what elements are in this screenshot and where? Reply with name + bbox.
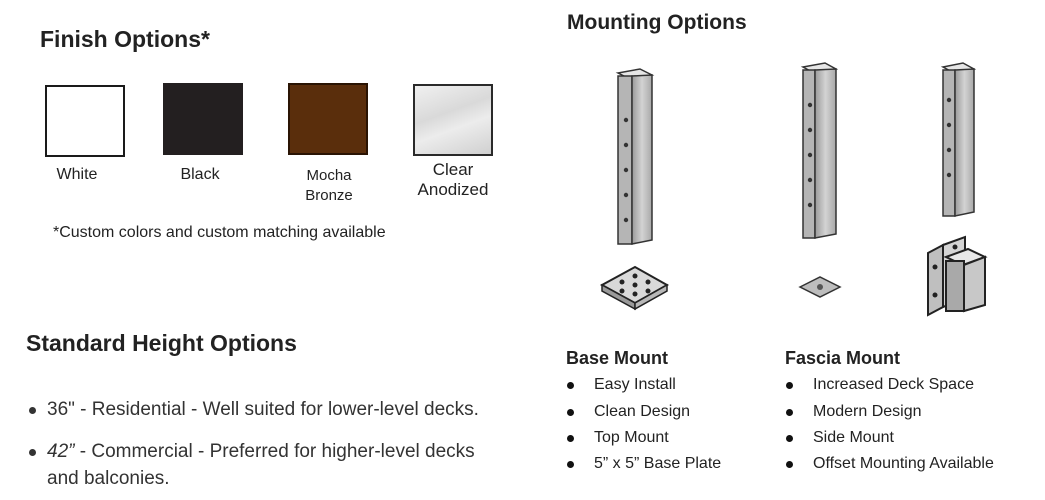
base-mount-item: Clean Design [594, 403, 691, 420]
bullet-icon [786, 409, 793, 416]
fascia-mount-item: Offset Mounting Available [813, 455, 994, 472]
fascia-bracket-image [927, 235, 988, 317]
base-mount-item: Top Mount [594, 429, 669, 446]
bullet-icon [567, 461, 574, 468]
swatch-label-black: Black [180, 166, 220, 183]
post-image [800, 62, 839, 239]
bullet-icon [29, 407, 36, 414]
bullet-icon [567, 382, 574, 389]
base-mount-heading: Base Mount [566, 348, 669, 368]
base-plate-image [599, 265, 670, 311]
swatch-label-clear: Clear [432, 160, 474, 179]
bullet-icon [567, 409, 574, 416]
fascia-mount-item: Side Mount [813, 429, 894, 446]
swatch-black [163, 83, 243, 155]
swatch-mocha-bronze [288, 83, 368, 155]
height-42-label: 42” [47, 441, 75, 462]
bullet-icon [567, 435, 574, 442]
bullet-icon [786, 461, 793, 468]
swatch-label-bronze: Bronze [305, 187, 353, 204]
base-mount-item: 5” x 5” Base Plate [594, 455, 722, 472]
swatch-label-white: White [56, 166, 98, 183]
height-item-36: 36" - Residential - Well suited for lowe… [47, 399, 479, 420]
base-mount-item: Easy Install [594, 376, 676, 393]
bullet-icon [786, 382, 793, 389]
swatch-label-mocha: Mocha [306, 167, 352, 184]
mounting-illustrations [599, 62, 988, 317]
swatch-white [45, 85, 125, 157]
swatch-label-anodized: Anodized [417, 180, 489, 199]
fascia-mount-item: Modern Design [813, 403, 922, 420]
bullet-icon [29, 449, 36, 456]
fascia-mount-item: Increased Deck Space [813, 376, 974, 393]
custom-colors-note: *Custom colors and custom matching avail… [53, 224, 386, 241]
height-options-title: Standard Height Options [26, 330, 297, 356]
fascia-mount-heading: Fascia Mount [785, 348, 901, 368]
height-42-text-line2: and balconies. [47, 468, 170, 489]
height-item-42: 42” - Commercial - Preferred for higher-… [47, 438, 547, 492]
bullet-icon [786, 435, 793, 442]
swatch-clear-anodized [413, 84, 493, 156]
height-42-text: - Commercial - Preferred for higher-leve… [74, 441, 475, 462]
swatch-label-mocha-bronze: Mocha Bronze [296, 166, 362, 206]
base-mount-post-image [615, 68, 655, 245]
small-plate-image [798, 276, 842, 298]
swatch-label-clear-anodized: Clear Anodized [410, 160, 496, 200]
mounting-options-title: Mounting Options [567, 11, 747, 34]
finish-options-title: Finish Options* [40, 26, 210, 52]
fascia-mount-post-image [940, 62, 977, 217]
